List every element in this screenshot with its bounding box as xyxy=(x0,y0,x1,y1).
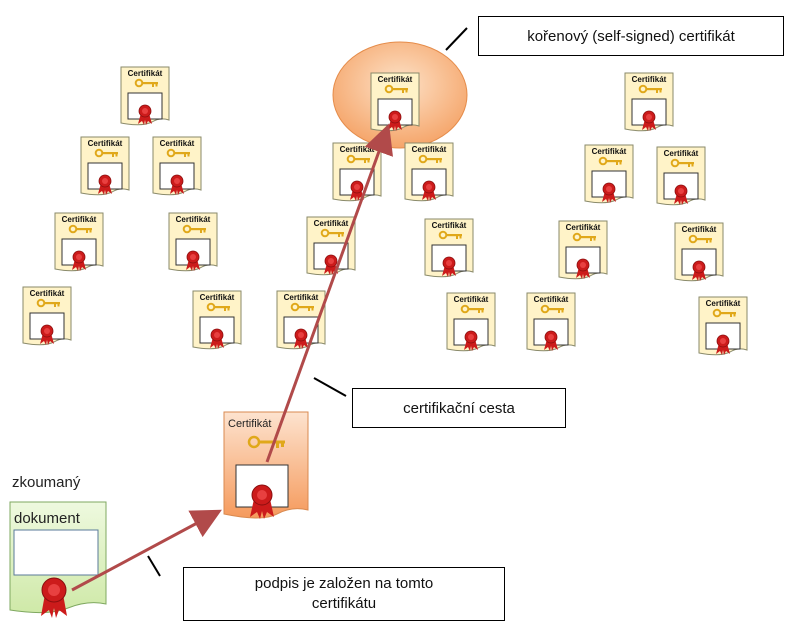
key-icon xyxy=(68,224,92,234)
seal-icon xyxy=(442,256,456,277)
certificate-title: Certifikát xyxy=(29,289,65,298)
seal-icon xyxy=(72,250,86,271)
certificate-title: Certifikát xyxy=(453,295,489,304)
key-icon xyxy=(598,156,622,166)
certificate-5: Certifikát xyxy=(168,212,218,274)
seal-icon xyxy=(464,330,478,351)
seal-icon xyxy=(138,104,152,125)
certificate-title: Certifikát xyxy=(705,299,741,308)
key-icon xyxy=(166,148,190,158)
key-icon xyxy=(540,304,564,314)
key-icon xyxy=(94,148,118,158)
certificate-12: Certifikát xyxy=(276,290,326,352)
certificate-title: Certifikát xyxy=(87,139,123,148)
seal-icon xyxy=(674,184,688,205)
certificate-title: Certifikát xyxy=(663,149,699,158)
certificate-17: Certifikát xyxy=(656,146,706,208)
seal-icon xyxy=(250,484,274,519)
certificate-title: Certifikát xyxy=(313,219,349,228)
seal-icon xyxy=(40,324,54,345)
key-icon xyxy=(460,304,484,314)
key-icon xyxy=(418,154,442,164)
certificate-10: Certifikát xyxy=(404,142,454,204)
certificate-18: Certifikát xyxy=(558,220,608,282)
certificate-title: Certifikát xyxy=(127,69,163,78)
certificate-4: Certifikát xyxy=(54,212,104,274)
certificate-title: Certifikát xyxy=(339,145,375,154)
document-label: dokument xyxy=(14,510,80,527)
seal-icon xyxy=(422,180,436,201)
key-icon xyxy=(206,302,230,312)
certificate-title: Certifikát xyxy=(61,215,97,224)
certificate-title: Certifikát xyxy=(175,215,211,224)
certificate-15: Certifikát xyxy=(624,72,674,134)
certificate-title: Certifikát xyxy=(681,225,717,234)
seal-icon xyxy=(576,258,590,279)
callout-signature: podpis je založen na tomto certifikátu xyxy=(183,567,505,621)
seal-icon xyxy=(716,334,730,355)
key-icon xyxy=(134,78,158,88)
key-icon xyxy=(688,234,712,244)
certificate-title: Certifikát xyxy=(199,293,235,302)
certificate-title: Certifikát xyxy=(159,139,195,148)
certificate-19: Certifikát xyxy=(674,222,724,284)
key-icon xyxy=(384,84,408,94)
seal-icon xyxy=(210,328,224,349)
seal-icon xyxy=(642,110,656,131)
certificate-3: Certifikát xyxy=(152,136,202,198)
signing-certificate: Certifikát xyxy=(222,410,310,522)
seal-icon xyxy=(98,174,112,195)
seal-icon xyxy=(170,174,184,195)
seal-icon xyxy=(692,260,706,281)
key-icon xyxy=(36,298,60,308)
certificate-title: Certifikát xyxy=(411,145,447,154)
certificate-21: Certifikát xyxy=(698,296,748,358)
certificate-title: Certifikát xyxy=(283,293,319,302)
key-icon xyxy=(638,84,662,94)
certificate-title: Certifikát xyxy=(533,295,569,304)
certificate-title: Certifikát xyxy=(631,75,667,84)
big-cert-title: Certifikát xyxy=(228,418,272,430)
seal-icon xyxy=(41,577,67,618)
certificate-title: Certifikát xyxy=(377,75,413,84)
certificate-20: Certifikát xyxy=(526,292,576,354)
callout-certification-path: certifikační cesta xyxy=(352,388,566,428)
key-icon xyxy=(182,224,206,234)
certificate-14: Certifikát xyxy=(446,292,496,354)
seal-icon xyxy=(602,182,616,203)
certificate-6: Certifikát xyxy=(22,286,72,348)
certificate-title: Certifikát xyxy=(431,221,467,230)
certificate-title: Certifikát xyxy=(591,147,627,156)
seal-icon xyxy=(544,330,558,351)
certificate-13: Certifikát xyxy=(424,218,474,280)
certificate-title: Certifikát xyxy=(565,223,601,232)
certificate-9: Certifikát xyxy=(332,142,382,204)
callout-root-certificate: kořenový (self-signed) certifikát xyxy=(478,16,784,56)
key-icon xyxy=(438,230,462,240)
key-icon xyxy=(670,158,694,168)
examined-document: dokument xyxy=(8,500,110,618)
certificate-2: Certifikát xyxy=(80,136,130,198)
certificate-8: Certifikát xyxy=(370,72,420,134)
certificate-11: Certifikát xyxy=(306,216,356,278)
key-icon xyxy=(712,308,736,318)
certificate-1: Certifikát xyxy=(120,66,170,128)
certificate-7: Certifikát xyxy=(192,290,242,352)
certificate-16: Certifikát xyxy=(584,144,634,206)
seal-icon xyxy=(186,250,200,271)
document-label-top: zkoumaný xyxy=(12,474,81,491)
key-icon xyxy=(572,232,596,242)
